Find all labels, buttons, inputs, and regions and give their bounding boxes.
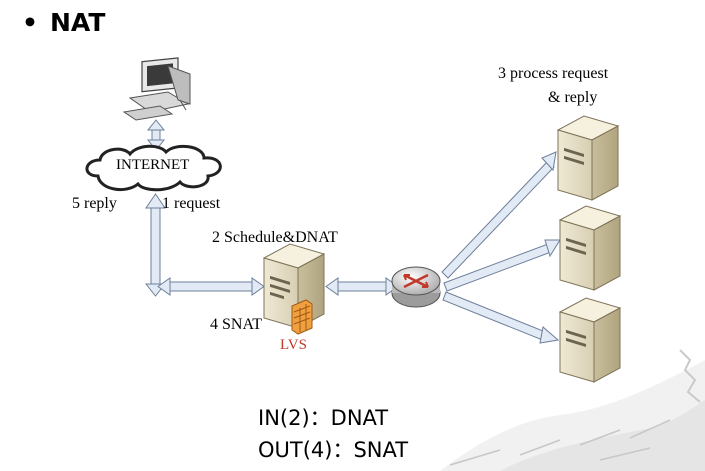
bullet: • — [22, 8, 38, 37]
footer-out-rule: OUT(4)：SNAT — [258, 438, 409, 462]
server-icon — [556, 115, 620, 201]
landscape-decoration — [440, 349, 705, 471]
router-icon — [391, 266, 441, 308]
router-server-arrows — [441, 151, 561, 344]
snat-label: 4 SNAT — [210, 316, 263, 333]
router-link-arrow — [325, 277, 399, 296]
server-icon — [558, 205, 622, 291]
cloud-label: INTERNET — [116, 157, 190, 173]
server-icon — [558, 297, 622, 383]
slide-heading: • NAT — [22, 8, 105, 37]
lvs-label: LVS — [280, 337, 307, 353]
firewall-icon — [291, 299, 313, 335]
request-label: 1 request — [162, 195, 221, 212]
computer-icon — [122, 57, 191, 121]
schedule-label: 2 Schedule&DNAT — [212, 229, 338, 246]
reply-label: 5 reply — [72, 195, 117, 212]
heading-text: NAT — [49, 8, 106, 37]
footer-in-rule: IN(2)：DNAT — [258, 406, 389, 430]
process-label-line1: 3 process request — [498, 65, 609, 82]
lvs-link-arrow — [157, 277, 265, 296]
cloud-icon — [85, 144, 222, 192]
process-label-line2: & reply — [548, 89, 598, 106]
